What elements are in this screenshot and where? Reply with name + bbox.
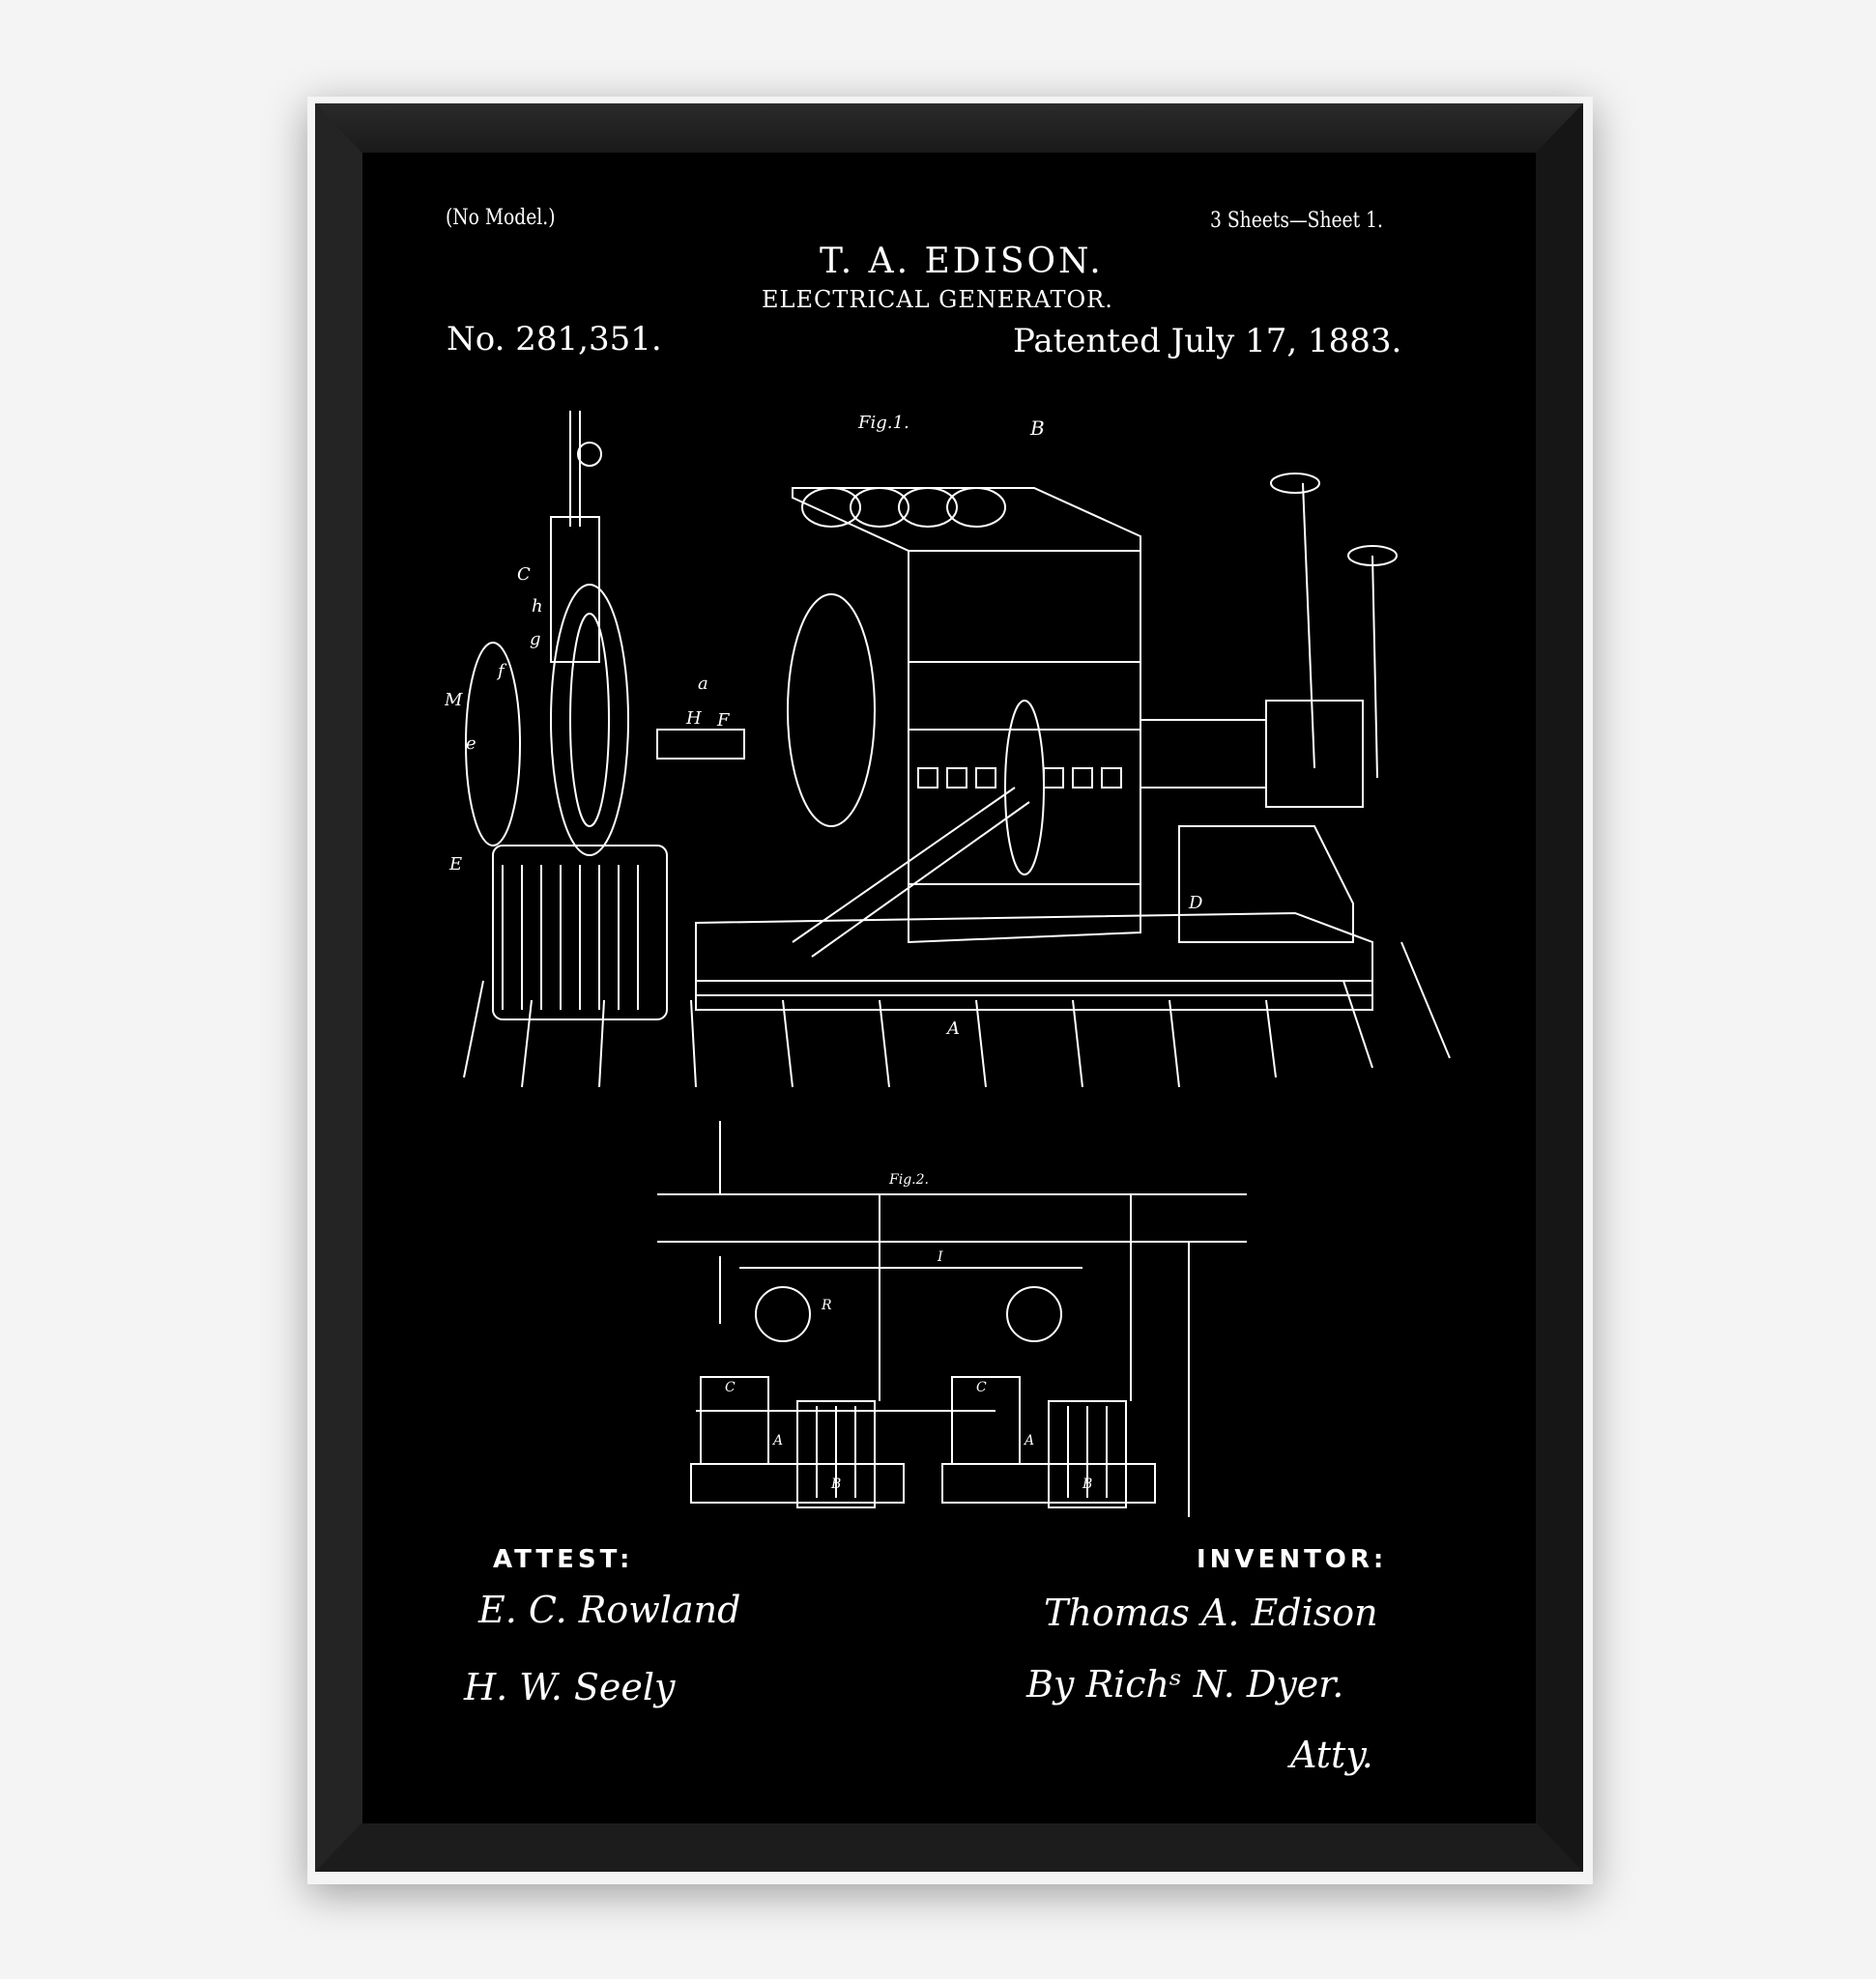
svg-text:E: E [448,854,462,875]
svg-text:B: B [1082,1477,1092,1492]
figure-2-circuit-diagram: Fig.2. C A B C A B I R [657,1121,1247,1517]
svg-text:a: a [698,674,708,694]
field-coils [801,487,1006,528]
svg-text:C: C [976,1380,987,1395]
inventor-signature: Thomas A. Edison [1044,1592,1378,1634]
svg-text:A: A [1023,1433,1034,1448]
patent-number: No. 281,351. [447,320,662,359]
inventor-name: T. A. EDISON. [820,242,1104,281]
frame-bevel-left [315,103,362,1872]
frame-bevel-top [315,103,1583,153]
brush-holders [1270,473,1398,779]
attorney-suffix: Atty. [1290,1734,1373,1776]
commutator [1140,719,1267,789]
unit-1 [690,1376,905,1508]
patent-date: Patented July 17, 1883. [1013,322,1402,360]
poster-background [362,153,1536,1823]
model-note: (No Model.) [446,206,556,230]
svg-text:A: A [945,1018,960,1039]
drive-shaft [656,729,745,760]
svg-text:M: M [445,690,463,710]
sheet-count: 3 Sheets—Sheet 1. [1210,209,1383,233]
armature-windows [917,767,1122,789]
svg-text:f: f [496,661,507,681]
witness-signature-2: H. W. Seely [464,1666,676,1708]
fig1-label: Fig.1. [857,413,909,433]
witness-signature-1: E. C. Rowland [478,1589,741,1631]
svg-text:I: I [937,1249,943,1265]
field-magnet-housing [792,487,1141,944]
unit-2 [941,1376,1156,1508]
svg-text:R: R [821,1298,832,1313]
flywheel [465,642,521,846]
svg-text:C: C [725,1380,736,1395]
svg-text:h: h [532,596,543,617]
svg-text:B: B [830,1477,841,1492]
figure-1-generator-drawing: Fig.1. Chg f Me aH F E B A D [445,411,1451,1088]
attorney-signature: By Richˢ N. Dyer. [1026,1663,1344,1706]
svg-text:A: A [771,1433,783,1448]
engine-pedestal [492,845,668,1020]
svg-text:F: F [716,710,731,731]
floor-hatching [463,941,1451,1088]
svg-text:g: g [530,629,541,649]
svg-text:H: H [685,708,702,729]
svg-text:C: C [517,564,531,585]
inventor-label: INVENTOR: [1197,1545,1388,1574]
base-plate [695,911,1373,1011]
invention-title: ELECTRICAL GENERATOR. [762,286,1113,313]
fig2-label: Fig.2. [888,1172,929,1188]
svg-text:e: e [466,733,476,754]
frame-bevel-right [1536,103,1583,1872]
attest-label: ATTEST: [493,1545,634,1574]
svg-text:B: B [1029,416,1045,440]
svg-text:D: D [1188,893,1203,913]
